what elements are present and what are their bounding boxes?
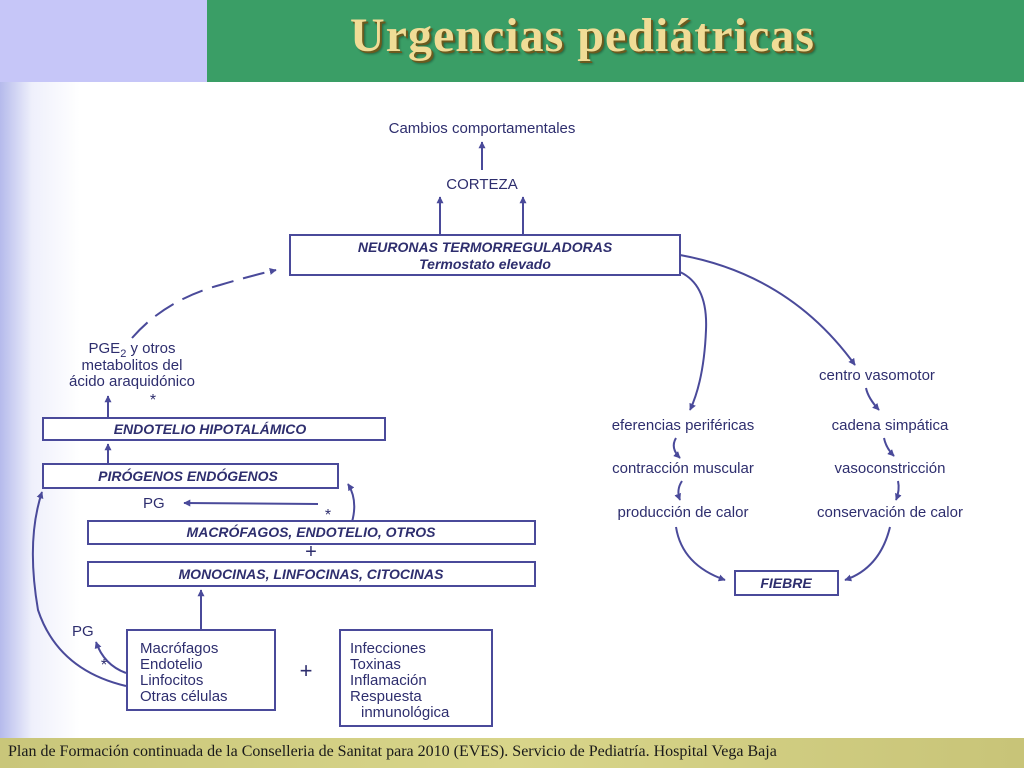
plus-sign-bottom: + bbox=[300, 658, 313, 683]
macrophages-endothelium-label: MACRÓFAGOS, ENDOTELIO, OTROS bbox=[187, 523, 437, 540]
thermostat-elevated-label: Termostato elevado bbox=[419, 256, 551, 272]
trigger-infections: Infecciones bbox=[350, 640, 426, 657]
triggers-box bbox=[339, 629, 493, 727]
trigger-toxins: Toxinas bbox=[350, 656, 401, 673]
trigger-immune-response: Respuesta bbox=[350, 688, 422, 705]
vasomotor-center-label: centro vasomotor bbox=[819, 367, 935, 384]
left-gradient-decoration bbox=[0, 82, 80, 738]
muscle-contraction-label: contracción muscular bbox=[612, 460, 754, 477]
asterisk-marker-upper: * bbox=[325, 507, 331, 524]
thermoregulatory-neurons-title: NEURONAS TERMORREGULADORAS bbox=[358, 239, 613, 255]
arrow-produccion-to-fiebre bbox=[675, 526, 726, 582]
arachidonic-acid-label: ácido araquidónico bbox=[69, 373, 195, 390]
arrow-contraccion-to-produccion bbox=[674, 480, 683, 501]
behavior-changes-label: Cambios comportamentales bbox=[389, 120, 576, 137]
arrow-vasoconstriccion-to-conservacion bbox=[895, 480, 902, 501]
hypothalamic-endothelium-label: ENDOTELIO HIPOTALÁMICO bbox=[114, 421, 307, 437]
arrow-to-pg-upper bbox=[183, 499, 319, 507]
arrow-pge-to-neuronas bbox=[131, 268, 277, 339]
pge-rest-text: y otros bbox=[126, 340, 175, 357]
metabolites-label: metabolitos del bbox=[82, 357, 183, 374]
asterisk-marker-pge: * bbox=[150, 392, 156, 409]
sympathetic-chain-label: cadena simpática bbox=[832, 417, 949, 434]
arrow-neuronas-to-vasomotor bbox=[679, 254, 856, 366]
cell-other: Otras células bbox=[140, 688, 228, 705]
plus-sign-middle: + bbox=[305, 541, 317, 563]
cell-endothelium: Endotelio bbox=[140, 656, 203, 673]
vasoconstriction-label: vasoconstricción bbox=[835, 460, 946, 477]
arrow-macrofagos-to-pirogenos bbox=[347, 483, 356, 523]
heat-conservation-label: conservación de calor bbox=[817, 504, 963, 521]
cytokines-box bbox=[87, 561, 536, 587]
macrophages-endothelium-box bbox=[87, 520, 536, 545]
cortex-label: CORTEZA bbox=[446, 176, 517, 193]
trigger-immune-response-cont: inmunológica bbox=[361, 704, 450, 721]
cytokines-label: MONOCINAS, LINFOCINAS, CITOCINAS bbox=[179, 566, 445, 582]
footer-bar: Plan de Formación continuada de la Conse… bbox=[0, 738, 1024, 768]
hypothalamic-endothelium-box bbox=[42, 417, 386, 441]
title-banner bbox=[207, 0, 1024, 82]
source-cells-box bbox=[126, 629, 276, 711]
pg-label-lower: PG bbox=[72, 623, 94, 640]
pge-subscript: 2 bbox=[120, 348, 126, 360]
pg-label-upper: PG bbox=[143, 495, 165, 512]
pge2-label: PGE2 y otros bbox=[89, 340, 176, 360]
arrow-to-pg-lower bbox=[94, 641, 127, 674]
slide-title: Urgencias pediátricas bbox=[350, 9, 815, 62]
cell-lymphocytes: Linfocitos bbox=[140, 672, 203, 689]
peripheral-efferents-label: eferencias periféricas bbox=[612, 417, 755, 434]
corner-block bbox=[0, 0, 207, 82]
footer-credit: Plan de Formación continuada de la Conse… bbox=[8, 743, 777, 760]
cell-macrophages: Macrófagos bbox=[140, 640, 218, 657]
arrow-cells-to-pirogenos-arc bbox=[31, 491, 127, 687]
trigger-inflammation: Inflamación bbox=[350, 672, 427, 689]
fever-box bbox=[734, 570, 839, 596]
fever-pathophysiology-diagram: Cambios comportamentales CORTEZA NEURONA… bbox=[31, 120, 963, 727]
arrow-neuronas-to-eferencias bbox=[679, 271, 708, 411]
endogenous-pyrogens-box bbox=[42, 463, 339, 489]
pge-text: PGE bbox=[89, 340, 121, 357]
endogenous-pyrogens-label: PIRÓGENOS ENDÓGENOS bbox=[98, 467, 278, 484]
arrow-eferencias-to-contraccion bbox=[672, 437, 681, 459]
fever-label: FIEBRE bbox=[760, 575, 812, 591]
asterisk-marker-lower: * bbox=[101, 657, 107, 674]
arrow-cadena-to-vasoconstriccion bbox=[883, 437, 895, 457]
arrow-vasomotor-to-cadena bbox=[865, 387, 880, 411]
heat-production-label: producción de calor bbox=[618, 504, 749, 521]
arrow-conservacion-to-fiebre bbox=[844, 526, 891, 582]
